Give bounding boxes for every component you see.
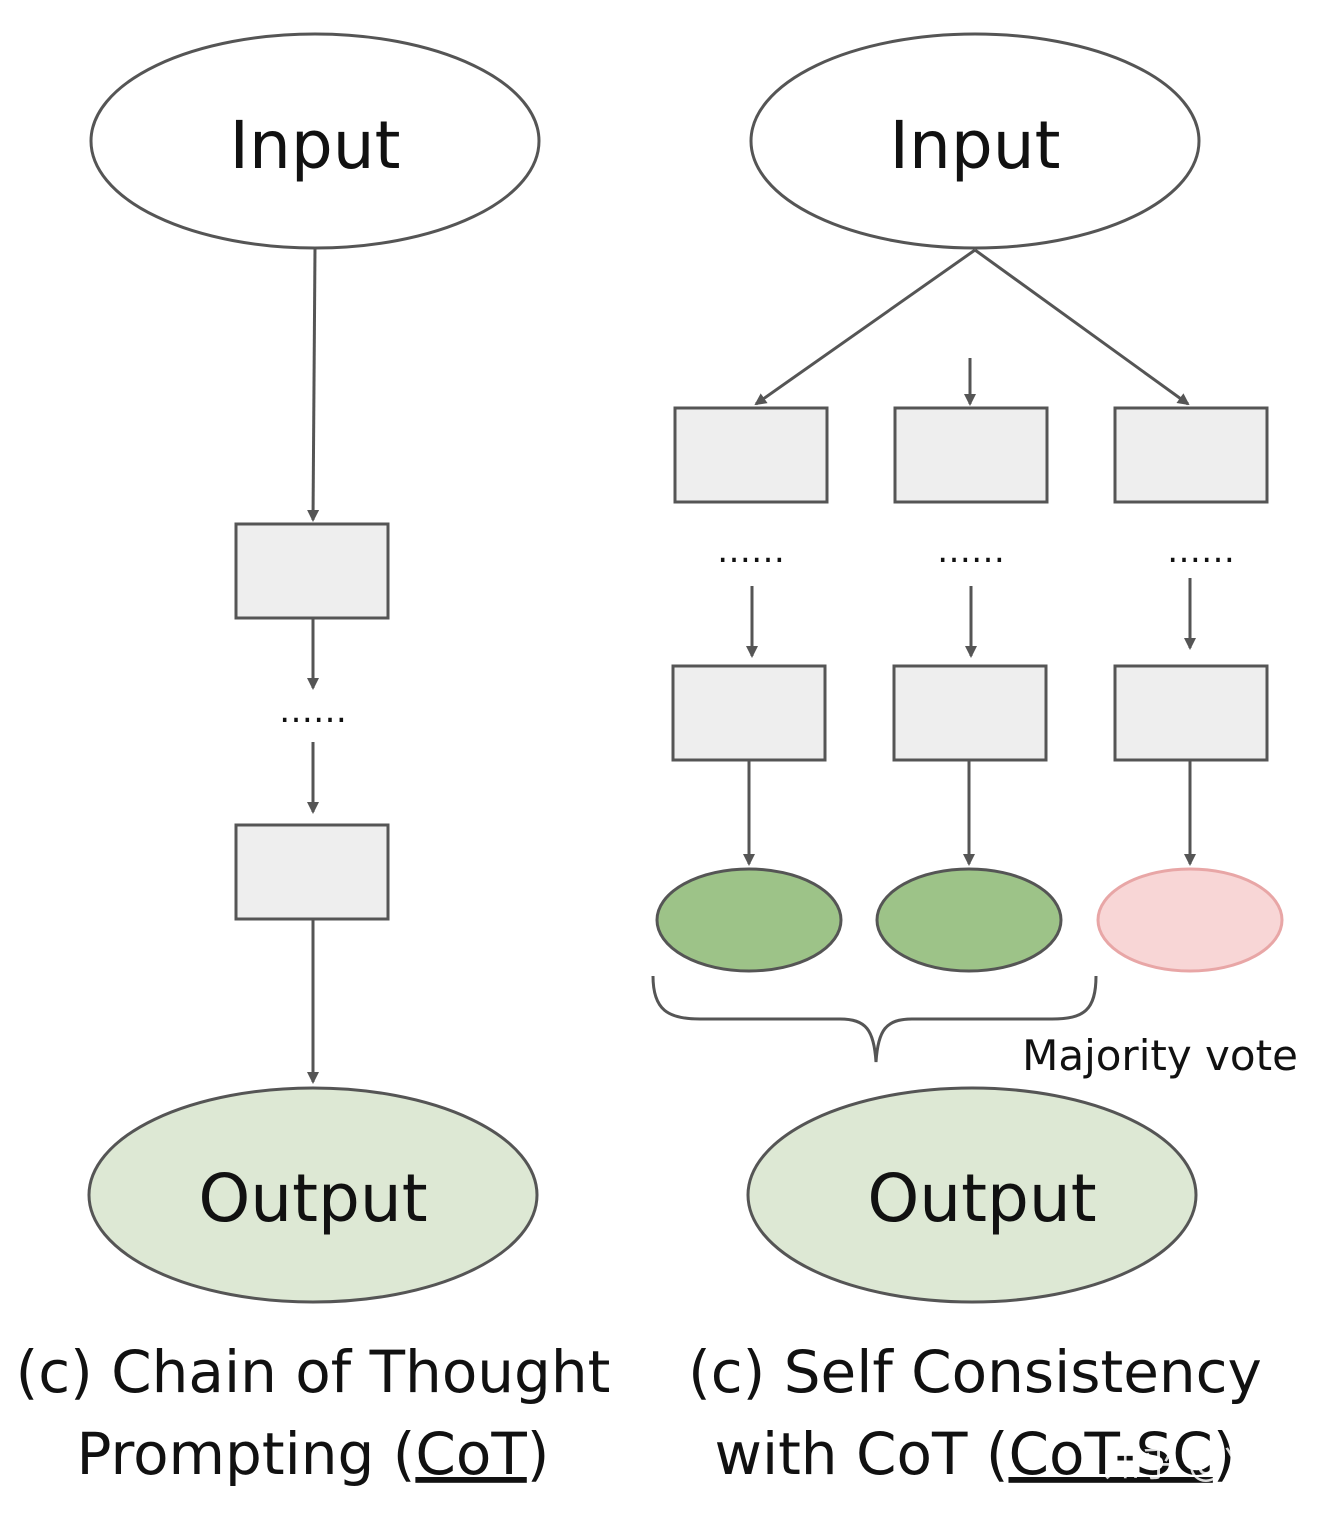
watermark: 知乎 @冷眸: [1104, 1444, 1295, 1485]
cot-sc-output-node: [746, 1086, 1198, 1304]
cot-sc-path1-step1: [673, 406, 829, 504]
cot-sc-caption-suffix: ): [1213, 1420, 1236, 1488]
cot-sc-answer-1-agree: [655, 867, 843, 973]
cot-caption-suffix: ): [527, 1420, 550, 1488]
majority-vote-label: Majority vote: [1022, 1031, 1298, 1080]
cot-sc-path2-step1: [893, 406, 1049, 504]
cot-sc-caption-line1: (c) Self Consistency: [688, 1338, 1262, 1406]
majority-vote-brace: [651, 975, 1098, 1063]
cot-sc-answer-3-disagree: [1096, 867, 1284, 973]
cot-input-label: Input: [230, 107, 401, 184]
cot-caption-prefix: Prompting (: [77, 1420, 416, 1488]
cot-sc-caption-line2: with CoT (CoT-SC): [715, 1420, 1236, 1488]
cot-output-node: [87, 1086, 539, 1304]
cot-sc-arrow-branch-3: [974, 248, 1190, 406]
cot-sc-path1-step2: [671, 664, 827, 762]
cot-sc-output-label: Output: [867, 1160, 1096, 1237]
cot-caption-link[interactable]: CoT: [415, 1420, 527, 1488]
cot-sc-caption-prefix: with CoT (: [715, 1420, 1009, 1488]
cot-output-label: Output: [198, 1160, 427, 1237]
cot-sc-path1-ellipsis: ……: [717, 531, 785, 571]
cot-ellipsis: ……: [279, 691, 347, 731]
cot-sc-input-node: [749, 32, 1201, 250]
cot-sc-arrow-branch-1: [754, 248, 976, 406]
cot-caption-line2: Prompting (CoT): [77, 1420, 550, 1488]
cot-sc-path2-ellipsis: ……: [937, 531, 1005, 571]
cot-panel: Input …… Output (c) Chain of Thought Pro…: [16, 32, 611, 1488]
cot-thought-step-1: [234, 522, 390, 620]
cot-arrow-input-to-step1: [307, 247, 320, 522]
cot-sc-answer-2-agree: [875, 867, 1063, 973]
cot-sc-input-label: Input: [890, 107, 1061, 184]
cot-sc-path2-step2: [892, 664, 1048, 762]
cot-sc-path3-ellipsis: ……: [1167, 531, 1235, 571]
cot-sc-panel: Input …… …… …… Majority vote Ou: [651, 32, 1298, 1488]
cot-caption-line1: (c) Chain of Thought: [16, 1338, 611, 1406]
cot-thought-step-2: [234, 823, 390, 921]
cot-sc-path3-step2: [1113, 664, 1269, 762]
cot-sc-path3-step1: [1113, 406, 1269, 504]
cot-sc-caption-link[interactable]: CoT-SC: [1008, 1420, 1212, 1488]
